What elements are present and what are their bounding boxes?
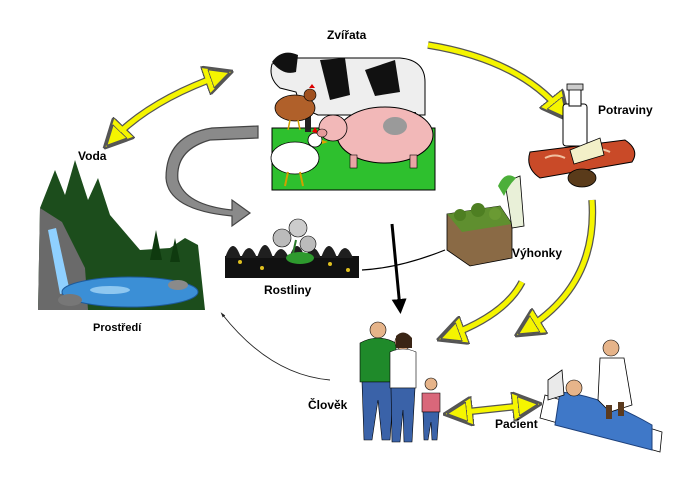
hen-icon (274, 84, 317, 131)
bread-icon (567, 168, 597, 188)
child-figure (421, 377, 441, 441)
flower-icon (272, 218, 317, 264)
pig-icon (316, 106, 434, 169)
label-animals: Zvířata (327, 28, 367, 42)
arrow-water-animals (112, 75, 222, 140)
arrow-animals-plants (165, 125, 259, 228)
animals-illustration (270, 52, 436, 191)
label-patient: Pacient (495, 417, 538, 431)
leek-icon (498, 175, 525, 229)
arrow-human-patient (455, 405, 530, 413)
label-human: Člověk (308, 398, 348, 412)
arrow-sprouts-human (448, 280, 526, 336)
patient-illustration (539, 339, 663, 453)
label-environment: Prostředí (93, 322, 142, 334)
doctor-figure (597, 339, 633, 419)
woman-figure (389, 332, 417, 443)
label-water: Voda (78, 149, 107, 163)
label-plants: Rostliny (264, 283, 312, 297)
arrow-food-human (525, 199, 597, 330)
arrow-human-environment (220, 312, 331, 381)
sprouts-illustration (446, 175, 525, 267)
man-figure (359, 321, 397, 441)
environment-illustration (38, 160, 205, 310)
arrow-animals-human (390, 223, 407, 314)
milk-bottle-icon (562, 83, 588, 147)
arrow-animals-food (427, 41, 562, 112)
cow-icon (270, 52, 426, 134)
line-plants-sprouts (361, 249, 446, 271)
cheese-icon (569, 137, 605, 165)
label-sprouts: Výhonky (512, 246, 563, 260)
food-illustration (528, 83, 636, 188)
rooster-icon (270, 127, 328, 187)
label-food: Potraviny (598, 103, 653, 117)
plants-illustration (225, 218, 359, 278)
human-illustration (359, 321, 441, 443)
